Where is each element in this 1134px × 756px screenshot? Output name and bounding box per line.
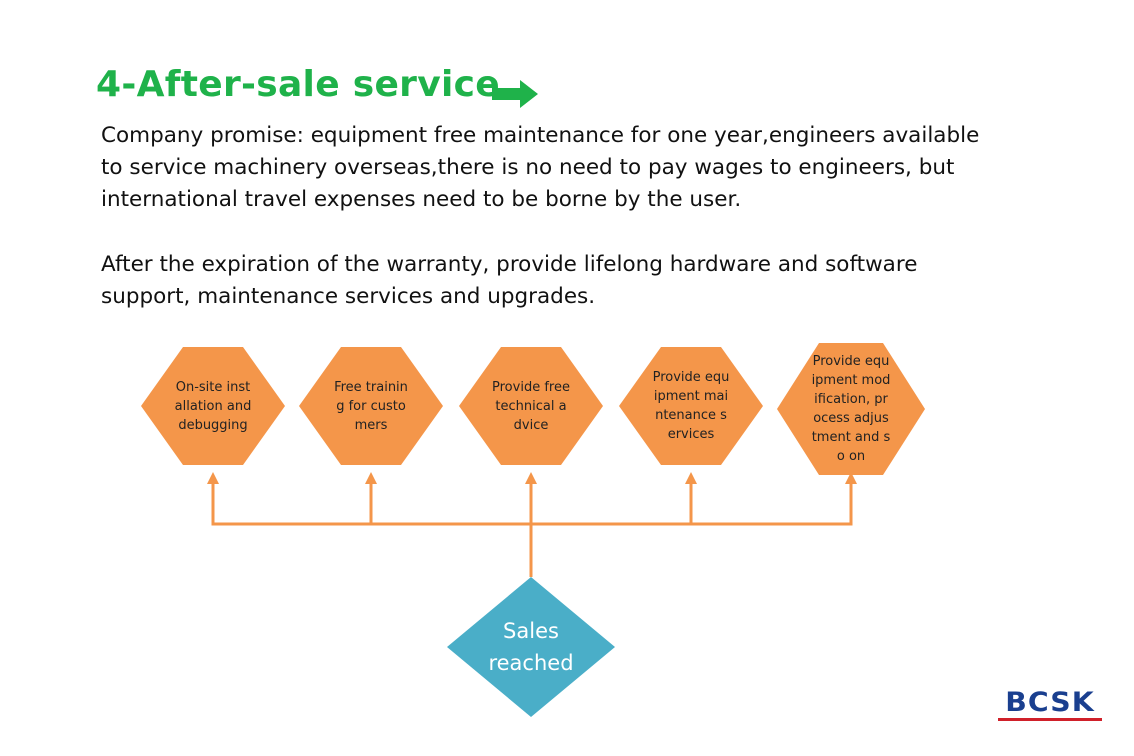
root-node-sales-reached	[447, 577, 615, 717]
service-node-modification	[777, 343, 925, 475]
arrowhead-maintenance	[685, 472, 697, 484]
logo-text: BCSK	[1005, 687, 1095, 718]
right-arrow-icon	[492, 80, 538, 108]
nodes	[141, 343, 925, 717]
bcsk-logo: BCSK	[998, 688, 1102, 721]
service-node-technical-advice	[459, 347, 603, 465]
support-paragraph: After the expiration of the warranty, pr…	[101, 252, 918, 309]
service-node-label-modification: Provide equipment modification, process …	[811, 354, 891, 464]
root-node-label-sales-reached: Sales reached	[488, 619, 574, 675]
slide-title: 4-After-sale service	[96, 64, 501, 105]
arrowhead-technical-advice	[525, 472, 537, 484]
service-node-label-maintenance: Provide equipment maintenance services	[652, 370, 730, 442]
service-node-label-technical-advice: Provide free technical advice	[492, 379, 570, 433]
service-node-maintenance	[619, 347, 763, 465]
logo-underline	[998, 718, 1102, 721]
service-node-label-training: Free training for customers	[334, 379, 408, 433]
service-node-installation	[141, 347, 285, 465]
arrowhead-installation	[207, 472, 219, 484]
promise-paragraph: Company promise: equipment free maintena…	[101, 123, 980, 212]
arrowhead-modification	[845, 472, 857, 484]
service-node-training	[299, 347, 443, 465]
arrowhead-training	[365, 472, 377, 484]
connectors	[207, 472, 857, 577]
service-node-label-installation: On-site installation and debugging	[174, 379, 252, 433]
